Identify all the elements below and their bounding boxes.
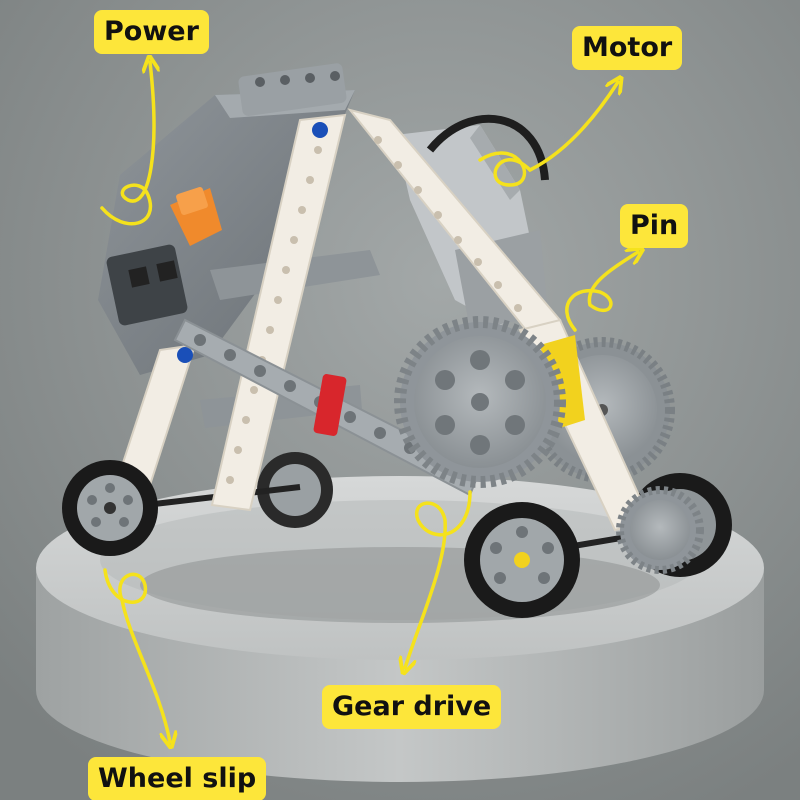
callout-pin: Pin [620,204,689,248]
red-connector [313,374,347,436]
arrow-motor [478,82,618,187]
callout-wheel-slip: Wheel slip [88,757,267,800]
shadow [140,547,660,623]
blue-pin [177,347,193,363]
callout-arrows [100,62,638,742]
gear-drive [394,316,566,488]
arrow-power [100,62,154,226]
front-wheel-left [62,460,158,556]
arrow-wheel-slip [103,568,170,742]
callout-motor: Motor [572,26,683,70]
callout-gear-drive: Gear drive [322,685,502,729]
front-wheel-right [464,502,580,618]
arrow-gear-drive [405,490,472,668]
power-switch [170,186,222,246]
callout-power: Power [94,10,209,54]
gear-small-right [616,486,704,574]
blue-pin [312,122,328,138]
arrow-pin [565,252,638,332]
